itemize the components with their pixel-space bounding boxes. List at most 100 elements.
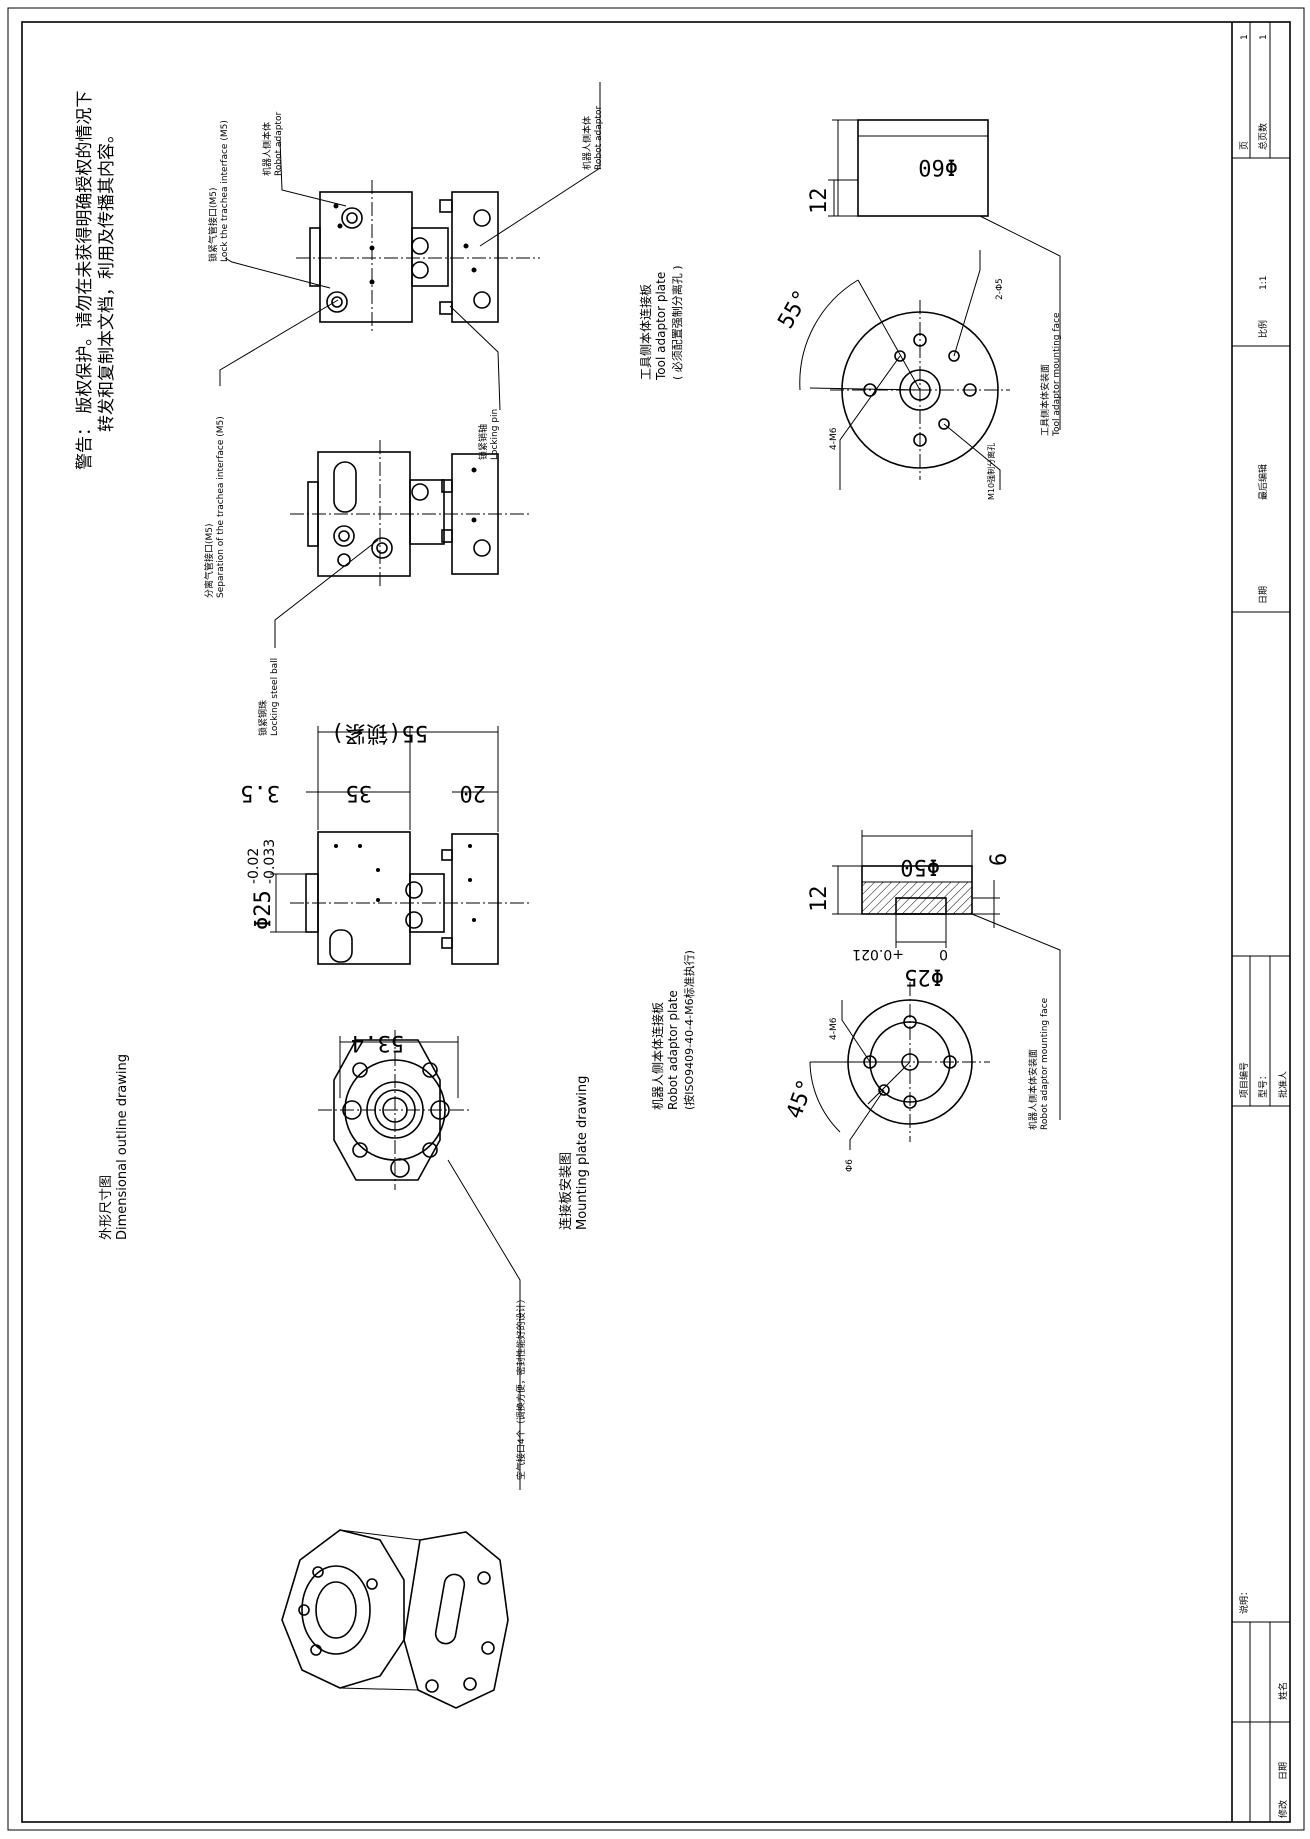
svg-text:Locking pin: Locking pin <box>490 409 500 460</box>
svg-text:35: 35 <box>346 780 373 805</box>
svg-text:Φ60: Φ60 <box>918 154 958 179</box>
tb-model: 型号： <box>1258 1071 1269 1098</box>
robot-plate-side-view <box>832 830 1061 1120</box>
tool-hole-2phi5: 2-Φ5 <box>995 278 1005 300</box>
svg-text:姓名: 姓名 <box>1277 1682 1289 1700</box>
outer-border <box>7 7 1305 1831</box>
svg-text:Dimensional outline drawing: Dimensional outline drawing <box>115 1054 130 1240</box>
tool-hole-4m6: 4-M6 <box>829 427 839 450</box>
warning-line-1: 警告： 版权保护。请勿在未获得明确授权的情况下 <box>75 91 95 470</box>
tb-page-value: 1 <box>1240 34 1250 40</box>
svg-text:机器人侧本体连接板: 机器人侧本体连接板 <box>650 1002 665 1110</box>
robot-hole-phi6: Φ6 <box>845 1159 855 1172</box>
outline-drawing-title: 外形尺寸图 Dimensional outline drawing <box>99 1054 130 1240</box>
robot-hole-4m6: 4-M6 <box>829 1017 839 1040</box>
tb-date-bottom: 日期 <box>1278 1762 1289 1780</box>
svg-text:0: 0 <box>939 946 948 962</box>
locking-pin-label: 锁紧销轴 Locking pin <box>477 409 500 460</box>
dim-55-lock: 55(锁紧) <box>331 720 428 745</box>
svg-text:-0.033: -0.033 <box>262 839 278 884</box>
svg-text:-0.02: -0.02 <box>246 848 262 884</box>
svg-text:Mounting plate drawing: Mounting plate drawing <box>575 1076 590 1230</box>
tb-page-label: 页 <box>1239 141 1250 150</box>
svg-text:机器人侧本体: 机器人侧本体 <box>581 116 593 170</box>
svg-text:55°: 55° <box>774 286 816 333</box>
svg-text:Robot adaptor: Robot adaptor <box>274 112 284 176</box>
svg-text:工具侧本体连接板: 工具侧本体连接板 <box>638 284 653 380</box>
svg-text:修改: 修改 <box>1277 1800 1289 1818</box>
svg-text:1: 1 <box>1259 34 1269 40</box>
svg-text:( 必须配置强制分离孔 ): ( 必须配置强制分离孔 ) <box>670 265 684 380</box>
dim-12-tool: 12 <box>807 188 832 215</box>
svg-text:6: 6 <box>987 853 1012 866</box>
svg-text:Φ25: Φ25 <box>251 890 276 930</box>
dim-20: 20 <box>460 780 487 805</box>
svg-text:45°: 45° <box>782 1076 819 1122</box>
svg-text:日期: 日期 <box>1258 586 1269 604</box>
title-block <box>1231 22 1290 1822</box>
dim-35: 35 <box>346 780 373 805</box>
svg-text:批准人: 批准人 <box>1277 1071 1289 1098</box>
svg-text:Robot adaptor: Robot adaptor <box>594 106 604 170</box>
tb-name: 姓名 <box>1277 1682 1289 1700</box>
svg-text:4-M6: 4-M6 <box>829 1017 839 1040</box>
side-view-middle <box>290 440 532 588</box>
dim-3-5: 3.5 <box>240 780 280 805</box>
svg-text:日期: 日期 <box>1278 1762 1289 1780</box>
tb-project-no: 项目编号 <box>1238 1062 1250 1098</box>
tb-revision: 修改 <box>1277 1800 1289 1818</box>
svg-text:Φ6: Φ6 <box>845 1159 855 1172</box>
dim-53-4: 53.4 <box>351 1030 404 1055</box>
tool-hole-m10: M10强制分离孔 <box>986 443 996 500</box>
svg-text:锁紧气管接口(M5): 锁紧气管接口(M5) <box>207 187 219 262</box>
steel-ball-label: 锁紧钢珠 Locking steel ball <box>257 658 280 736</box>
tb-last-edit: 最后编辑 <box>1257 464 1269 500</box>
tb-approver: 批准人 <box>1277 1071 1289 1098</box>
robot-face-label: 机器人侧本体安装面 Robot adaptor mounting face <box>1027 997 1050 1130</box>
svg-text:分离气管接口(M5): 分离气管接口(M5) <box>203 523 215 598</box>
svg-text:2-Φ5: 2-Φ5 <box>995 278 1005 300</box>
mounting-drawing-title: 连接板安装图 Mounting plate drawing <box>558 1076 590 1230</box>
svg-text:1: 1 <box>1240 34 1250 40</box>
svg-text:比例: 比例 <box>1257 320 1269 338</box>
tracheal-lock-label: 锁紧气管接口(M5) Lock the trachea interface (M… <box>207 120 230 262</box>
hex-top-view <box>318 1030 521 1490</box>
robot-plate-face-view <box>809 982 990 1150</box>
svg-text:M10强制分离孔: M10强制分离孔 <box>986 443 996 500</box>
svg-text:型号：: 型号： <box>1258 1071 1269 1098</box>
svg-text:机器人侧本体: 机器人侧本体 <box>261 122 273 176</box>
copyright-warning: 警告： 版权保护。请勿在未获得明确授权的情况下 转发和复制本文档，利用及传播其内… <box>75 91 117 470</box>
svg-text:空气接口4个（调换方便，密封性能好的设计）: 空气接口4个（调换方便，密封性能好的设计） <box>515 1294 527 1480</box>
svg-text:最后编辑: 最后编辑 <box>1257 464 1269 500</box>
tool-plate-title: 工具侧本体连接板 Tool adaptor plate ( 必须配置强制分离孔 … <box>638 265 684 381</box>
svg-text:Lock the trachea interface (M5: Lock the trachea interface (M5) <box>220 120 230 262</box>
dim-55deg: 55° <box>774 286 816 333</box>
svg-text:Separation of the trachea inte: Separation of the trachea interface (M5) <box>216 416 226 598</box>
svg-text:总页数: 总页数 <box>1257 123 1269 150</box>
dimensioned-side-view <box>270 726 530 965</box>
side-view-top <box>296 180 540 334</box>
svg-text:12: 12 <box>807 886 832 913</box>
svg-text:Robot adaptor mounting face: Robot adaptor mounting face <box>1040 997 1050 1130</box>
svg-text:53.4: 53.4 <box>351 1030 404 1055</box>
dim-phi25-shaft: Φ25 -0.02 -0.033 <box>246 839 278 930</box>
tb-total-value: 1 <box>1259 34 1269 40</box>
tb-notes: 说明： <box>1238 1587 1250 1614</box>
svg-text:连接板安装图: 连接板安装图 <box>558 1152 574 1230</box>
robot-adaptor-label-right: 机器人侧本体 Robot adaptor <box>581 106 604 170</box>
tracheal-separation-label: 分离气管接口(M5) Separation of the trachea int… <box>203 416 226 598</box>
svg-text:Φ25: Φ25 <box>904 964 944 989</box>
air-port-label: 空气接口4个（调换方便，密封性能好的设计） <box>515 1294 527 1480</box>
isometric-view <box>281 1529 509 1709</box>
tb-scale-label: 比例 <box>1257 320 1269 338</box>
svg-text:Locking steel ball: Locking steel ball <box>270 658 280 736</box>
svg-text:1:1: 1:1 <box>1259 276 1269 290</box>
dim-45deg: 45° <box>782 1076 819 1122</box>
svg-text:12: 12 <box>807 188 832 215</box>
svg-text:机器人侧本体安装面: 机器人侧本体安装面 <box>1027 1049 1039 1130</box>
svg-text:页: 页 <box>1239 141 1250 150</box>
dim-phi25-recess: Φ25 +0.021 0 <box>852 946 948 989</box>
dim-phi50: Φ50 <box>900 854 940 879</box>
robot-plate-title: 机器人侧本体连接板 Robot adaptor plate (按ISO9409-… <box>650 950 696 1110</box>
